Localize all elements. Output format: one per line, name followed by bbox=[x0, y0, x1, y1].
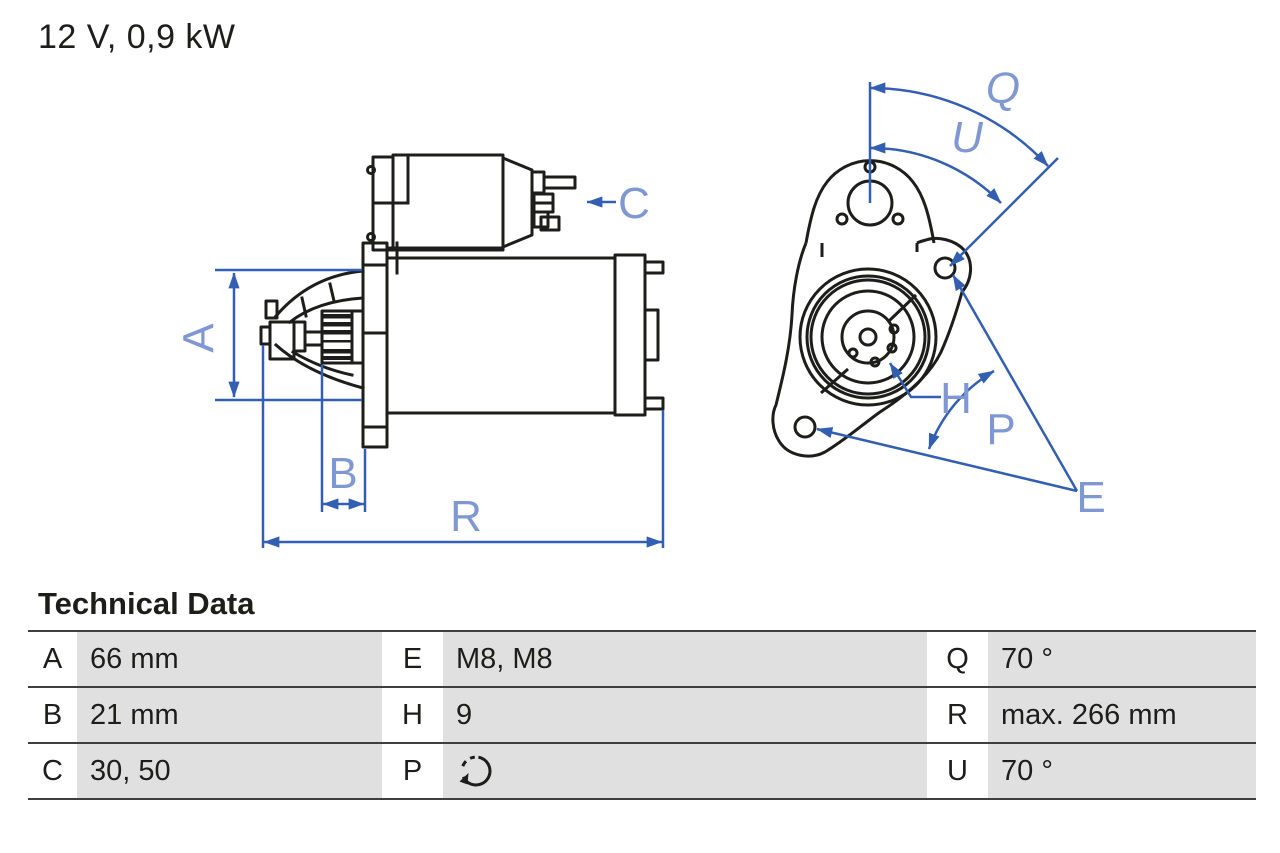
spec-key-b: B bbox=[28, 688, 77, 742]
technical-data-section: Technical Data A 66 mm E M8, M8 Q 70 ° B… bbox=[28, 586, 1256, 800]
spec-key-q: Q bbox=[927, 632, 988, 686]
motor-body-outline bbox=[385, 246, 665, 417]
spec-value-h: 9 bbox=[443, 688, 927, 742]
rotation-direction-icon bbox=[459, 755, 492, 787]
table-row: A 66 mm E M8, M8 Q 70 ° bbox=[28, 630, 1256, 686]
table-row: C 30, 50 P U 70 ° bbox=[28, 742, 1256, 798]
angle-arc-u bbox=[869, 142, 1002, 204]
spec-value-u: 70 ° bbox=[988, 744, 1256, 798]
side-view-dimensions bbox=[215, 196, 665, 548]
label-q: Q bbox=[986, 64, 1020, 113]
technical-drawing: A B R C Q U H P E bbox=[175, 64, 1106, 548]
solenoid-outline bbox=[366, 153, 577, 252]
flange-bar-outline bbox=[361, 241, 399, 449]
thread-line-e-bottom bbox=[816, 427, 1078, 493]
spec-key-a: A bbox=[28, 632, 77, 686]
spec-table: A 66 mm E M8, M8 Q 70 ° B 21 mm H 9 R ma… bbox=[28, 630, 1256, 800]
spec-key-p: P bbox=[382, 744, 443, 798]
dimension-a bbox=[215, 268, 362, 402]
label-u: U bbox=[951, 113, 983, 162]
spec-value-e: M8, M8 bbox=[443, 632, 927, 686]
bolt-hole-bottom bbox=[793, 415, 817, 439]
spec-key-u: U bbox=[927, 744, 988, 798]
angle-arc-p bbox=[927, 369, 995, 450]
label-e: E bbox=[1076, 473, 1105, 522]
drive-end-outline bbox=[259, 269, 365, 390]
flange-outline bbox=[771, 236, 972, 458]
spec-key-r: R bbox=[927, 688, 988, 742]
side-view-drawing bbox=[259, 153, 665, 449]
spec-value-c: 30, 50 bbox=[77, 744, 382, 798]
spec-value-p bbox=[443, 744, 927, 798]
spec-value-b: 21 mm bbox=[77, 688, 382, 742]
spec-value-q: 70 ° bbox=[988, 632, 1256, 686]
bolt-hole-top bbox=[933, 256, 957, 280]
spec-value-a: 66 mm bbox=[77, 632, 382, 686]
leader-h bbox=[888, 362, 941, 399]
label-h: H bbox=[940, 374, 972, 423]
pinion-teeth bbox=[323, 314, 351, 360]
label-b: B bbox=[328, 449, 357, 498]
label-c: C bbox=[618, 179, 650, 228]
label-a: A bbox=[175, 323, 224, 353]
front-view-dimensions bbox=[816, 82, 1079, 493]
label-p: P bbox=[986, 405, 1015, 454]
spec-value-r: max. 266 mm bbox=[988, 688, 1256, 742]
page-title: 12 V, 0,9 kW bbox=[38, 18, 236, 56]
spec-key-e: E bbox=[382, 632, 443, 686]
dimension-b bbox=[320, 365, 367, 512]
table-row: B 21 mm H 9 R max. 266 mm bbox=[28, 686, 1256, 742]
spec-key-h: H bbox=[382, 688, 443, 742]
thread-line-e-top bbox=[951, 274, 1079, 492]
bearing-boss-outline bbox=[798, 267, 938, 407]
dimension-r bbox=[261, 345, 665, 548]
angle-arc-q bbox=[869, 82, 1049, 167]
dimension-labels: A B R C Q U H P E bbox=[175, 64, 1106, 541]
label-r: R bbox=[450, 492, 482, 541]
reference-diagonal-line bbox=[949, 157, 1059, 267]
spec-key-c: C bbox=[28, 744, 77, 798]
technical-data-heading: Technical Data bbox=[38, 586, 255, 621]
